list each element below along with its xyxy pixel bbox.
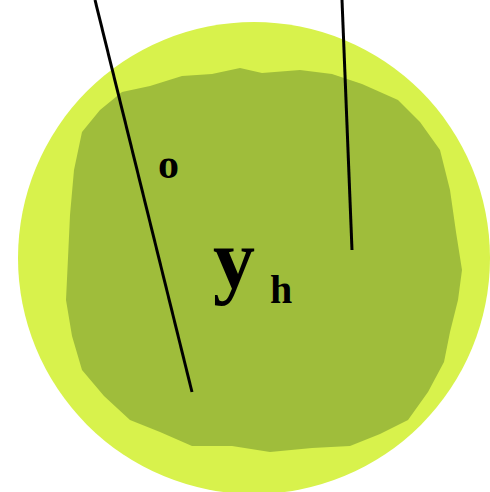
symbol-label: y [213,218,255,302]
subscript-label: h [270,270,292,310]
pointer-line [95,0,192,392]
symbol-label: o [158,143,179,185]
pointer-line [342,0,352,250]
outer-circle [18,22,490,492]
